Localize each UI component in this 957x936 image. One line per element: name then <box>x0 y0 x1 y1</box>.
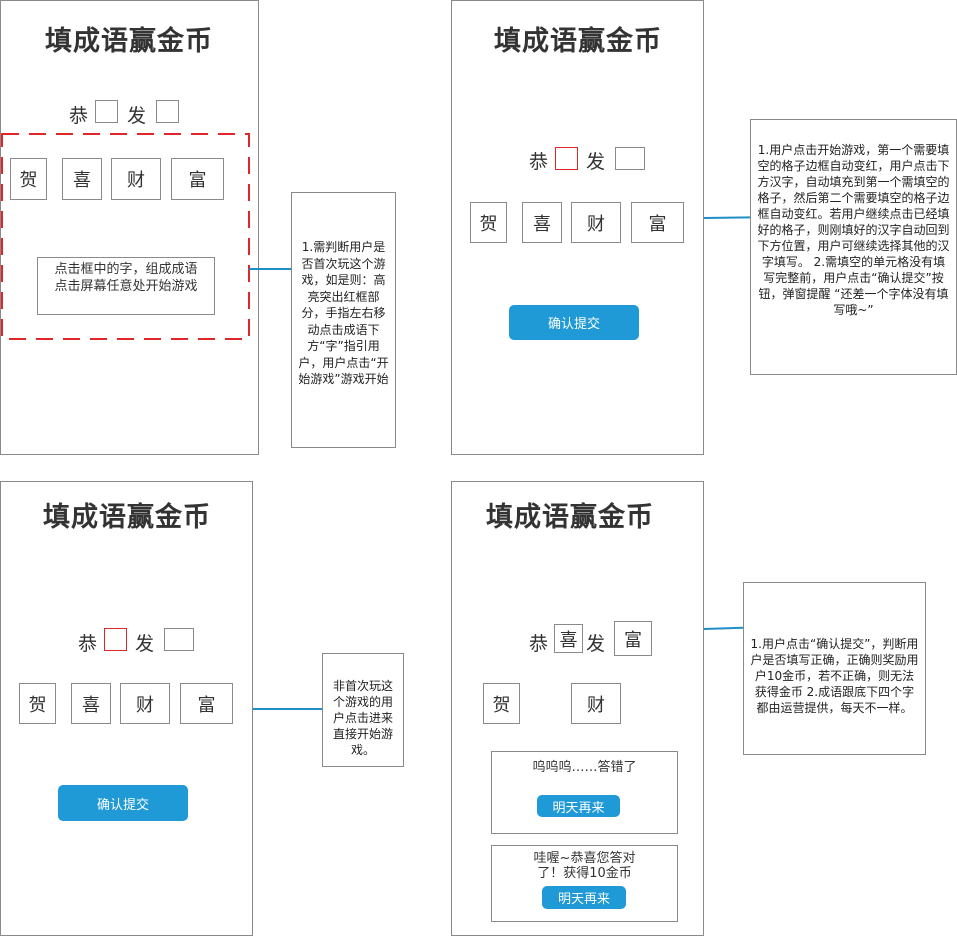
submit-button[interactable]: 确认提交 <box>58 785 188 821</box>
page-title: 填成语赢金币 <box>486 502 654 533</box>
idiom-blank-slot-2-active[interactable] <box>555 147 578 170</box>
page-title: 填成语赢金币 <box>494 26 662 57</box>
char-tile[interactable]: 喜 <box>62 158 102 200</box>
char-tile[interactable]: 贺 <box>483 683 520 724</box>
char-tile[interactable]: 喜 <box>522 202 562 243</box>
note-first-play: 1.需判断用户是否首次玩这个游戏，如是则：高亮突出红框部分，手指左右移动点击成语… <box>291 192 396 448</box>
idiom-blank-slot-4[interactable] <box>164 628 194 651</box>
idiom-char-1: 恭 <box>529 633 549 655</box>
screen-first-play: 填成语赢金币 恭 发 贺 喜 财 富 点击框中的字，组成成语点击屏幕任意处开始游… <box>0 0 259 455</box>
idiom-char-1: 恭 <box>529 151 549 173</box>
idiom-char-3: 发 <box>135 633 155 655</box>
filled-char: 富 <box>624 629 642 651</box>
connector-line <box>249 268 291 270</box>
note-returning-user: 非首次玩这个游戏的用户点击进来直接开始游戏。 <box>322 653 404 767</box>
char-tile[interactable]: 贺 <box>10 158 47 200</box>
idiom-char-3: 发 <box>586 633 606 655</box>
wrong-answer-message: 呜呜呜……答错了 <box>532 760 637 775</box>
idiom-blank-slot-2[interactable] <box>95 100 118 123</box>
filled-char: 喜 <box>559 629 578 651</box>
page-title: 填成语赢金币 <box>43 502 211 533</box>
screen-returning-user: 填成语赢金币 恭 发 贺 喜 财 富 确认提交 <box>0 481 253 936</box>
char-tile[interactable]: 财 <box>111 158 161 200</box>
note-game-start: 1.用户点击开始游戏，第一个需要填空的格子边框自动变红，用户点击下方汉字，自动填… <box>750 119 957 375</box>
char-tile[interactable]: 富 <box>171 158 224 200</box>
start-hint[interactable]: 点击框中的字，组成成语点击屏幕任意处开始游戏 <box>37 257 215 315</box>
note-submit: 1.用户点击“确认提交”，判断用户是否填写正确，正确则奖励用户10金币，若不正确… <box>743 582 926 755</box>
screen-game-start: 填成语赢金币 恭 发 贺 喜 财 富 确认提交 <box>451 0 704 455</box>
connector-line <box>703 216 751 219</box>
page-title: 填成语赢金币 <box>45 26 213 57</box>
come-back-tomorrow-button[interactable]: 明天再来 <box>537 795 620 817</box>
char-tile[interactable]: 财 <box>120 683 170 724</box>
char-tile[interactable]: 富 <box>631 202 684 243</box>
char-tile[interactable]: 财 <box>571 683 621 724</box>
submit-button[interactable]: 确认提交 <box>509 305 639 340</box>
connector-line <box>253 708 322 710</box>
idiom-char-3: 发 <box>586 151 606 173</box>
idiom-char-1: 恭 <box>69 105 89 127</box>
char-tile[interactable]: 财 <box>571 202 621 243</box>
idiom-char-1: 恭 <box>78 633 98 655</box>
char-tile[interactable]: 贺 <box>470 202 507 243</box>
char-tile[interactable]: 贺 <box>19 683 56 724</box>
connector-line <box>703 626 744 630</box>
idiom-char-3: 发 <box>127 105 147 127</box>
idiom-blank-slot-4[interactable] <box>615 147 645 170</box>
char-tile[interactable]: 富 <box>180 683 233 724</box>
idiom-filled-slot-2[interactable]: 喜 <box>554 624 583 653</box>
correct-answer-popup: 哇喔~恭喜您答对了！获得10金币 明天再来 <box>491 845 678 922</box>
char-tile[interactable]: 喜 <box>71 683 111 724</box>
idiom-blank-slot-4[interactable] <box>156 100 179 123</box>
idiom-blank-slot-2-active[interactable] <box>104 628 127 651</box>
wrong-answer-popup: 呜呜呜……答错了 明天再来 <box>491 751 678 834</box>
screen-result: 填成语赢金币 恭 喜 发 富 贺 财 呜呜呜……答错了 明天再来 哇喔~恭喜您答… <box>451 481 704 936</box>
come-back-tomorrow-button[interactable]: 明天再来 <box>542 886 626 909</box>
idiom-filled-slot-4[interactable]: 富 <box>614 621 652 656</box>
highlight-frame <box>1 133 250 340</box>
correct-answer-message: 哇喔~恭喜您答对了！获得10金币 <box>533 851 636 881</box>
